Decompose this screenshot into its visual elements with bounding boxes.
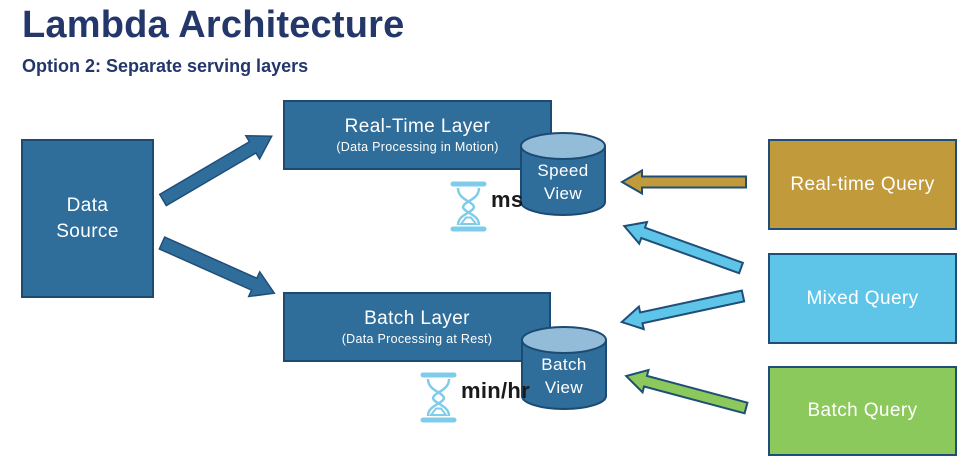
data-source-label: Data Source: [56, 193, 119, 244]
batch-view-label: Batch View: [520, 354, 608, 400]
hourglass-icon: [420, 372, 457, 423]
arrow-datasource-to-realtime: [158, 134, 273, 207]
batch-layer-caption: (Data Processing at Rest): [341, 332, 493, 346]
batch-layer-title: Batch Layer: [364, 308, 470, 329]
data-source-label-line2: Source: [56, 220, 119, 242]
batch-query-node: Batch Query: [768, 366, 957, 456]
page-title: Lambda Architecture: [22, 4, 405, 46]
batch-view-store: Batch View: [520, 324, 608, 412]
speed-view-label: Speed View: [519, 160, 607, 206]
speed-view-label-line1: Speed: [537, 161, 589, 180]
speed-latency: ms: [449, 180, 523, 233]
batch-query-label: Batch Query: [807, 400, 918, 421]
arrow-datasource-to-batch: [158, 236, 276, 298]
realtime-layer-node: Real-Time Layer (Data Processing in Moti…: [283, 100, 552, 170]
arrow-mixedquery-to-batchview: [619, 289, 746, 331]
realtime-layer-caption: (Data Processing in Motion): [336, 140, 499, 154]
speed-view-store: Speed View: [519, 130, 607, 218]
batch-layer-node: Batch Layer (Data Processing at Rest): [283, 292, 551, 362]
arrow-mixedquery-to-speedview: [622, 220, 745, 275]
batch-view-label-line1: Batch: [541, 355, 587, 374]
mixed-query-label: Mixed Query: [806, 287, 919, 309]
page-subtitle: Option 2: Separate serving layers: [22, 56, 309, 76]
database-cylinder-icon: [521, 326, 607, 410]
speed-latency-label: ms: [491, 186, 524, 212]
realtime-query-node: Real-time Query: [768, 139, 957, 230]
data-source-label-line1: Data: [66, 194, 109, 216]
batch-latency: min/hr: [419, 371, 530, 424]
hourglass-icon: [450, 181, 487, 232]
realtime-layer-text: Real-Time Layer (Data Processing in Moti…: [336, 116, 498, 154]
arrow-realtimequery-to-speedview: [619, 168, 747, 196]
arrow-batchquery-to-batchview: [624, 368, 749, 415]
data-source-node: Data Source: [21, 139, 154, 298]
mixed-query-node: Mixed Query: [768, 253, 957, 344]
speed-view-label-line2: View: [543, 183, 583, 203]
database-cylinder-icon: [520, 132, 606, 216]
realtime-query-label: Real-time Query: [790, 173, 935, 195]
realtime-layer-title: Real-Time Layer: [344, 116, 491, 137]
batch-latency-label: min/hr: [461, 377, 531, 403]
batch-view-label-line2: View: [544, 377, 584, 397]
batch-layer-text: Batch Layer (Data Processing at Rest): [342, 308, 493, 346]
